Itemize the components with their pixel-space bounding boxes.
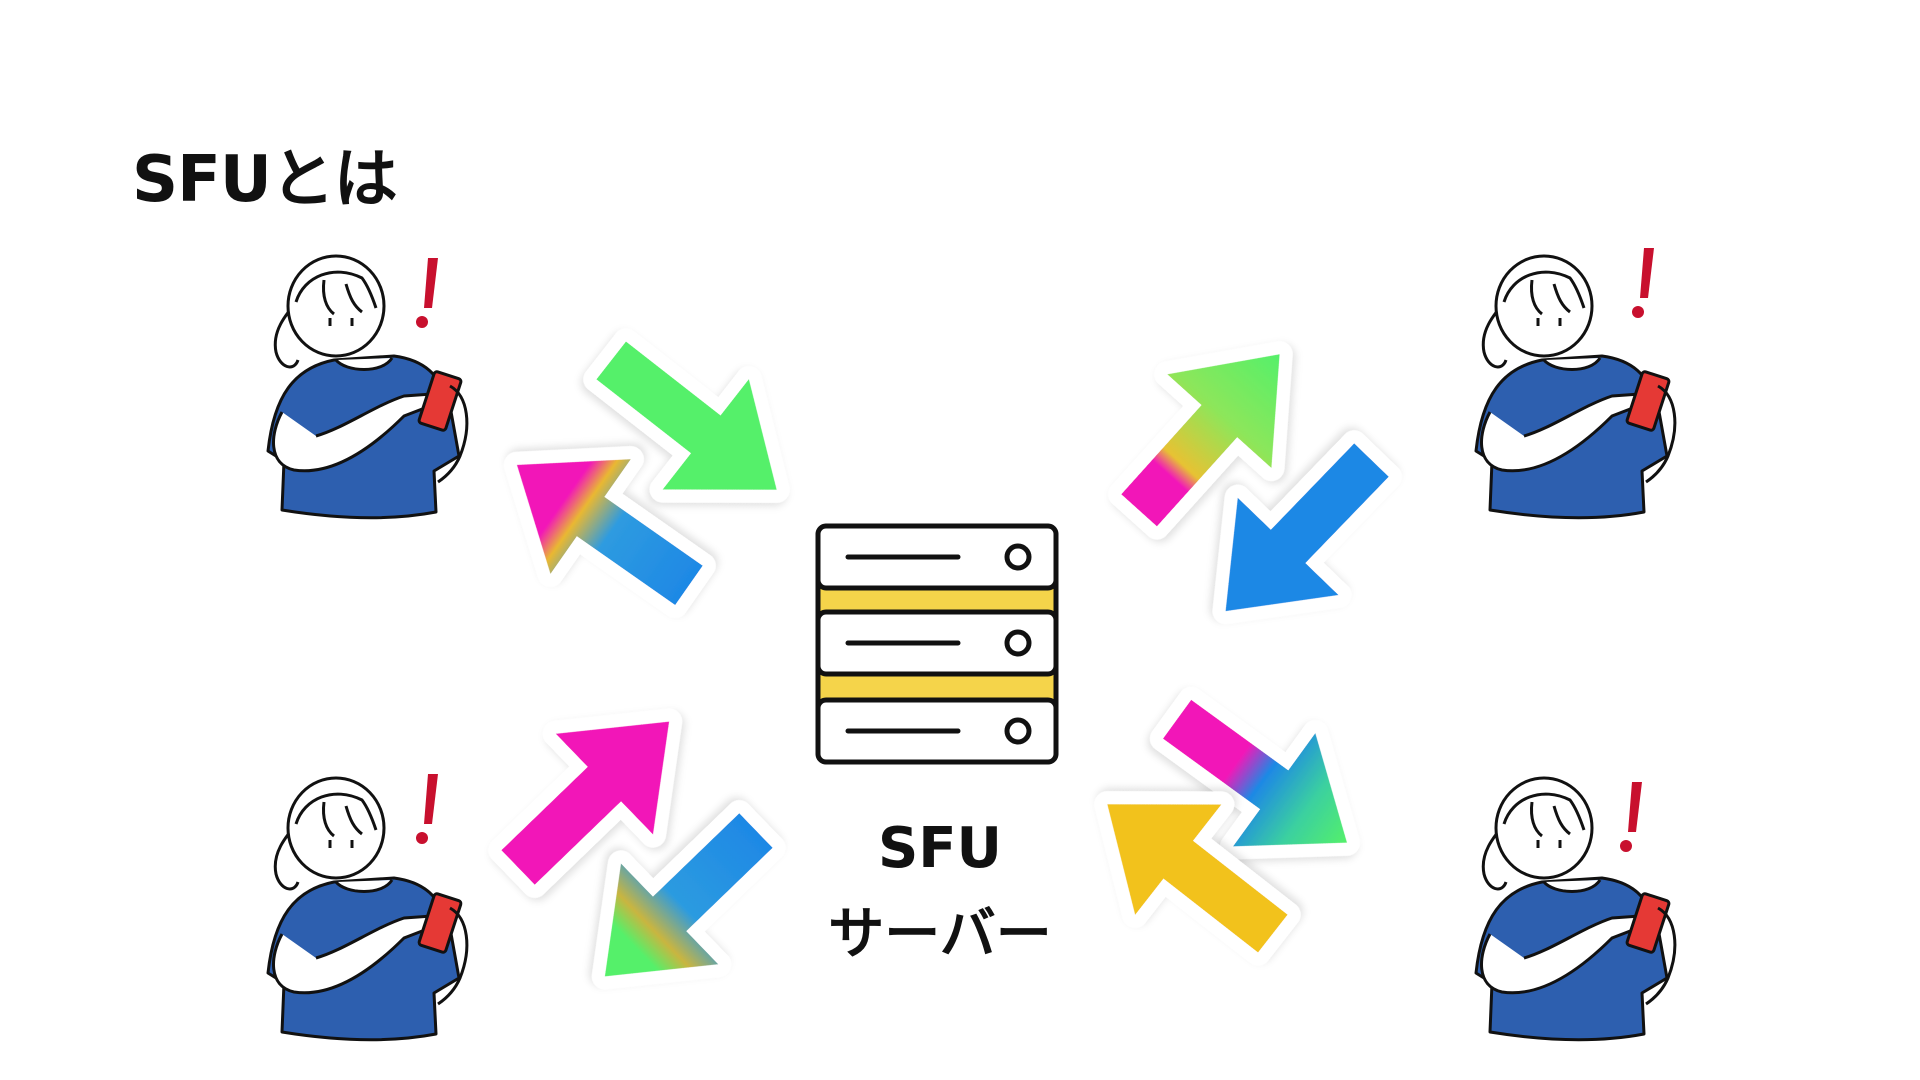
server-label: SFU サーバー	[780, 806, 1100, 978]
alert-icon	[416, 258, 438, 328]
server-label-line1: SFU	[780, 806, 1100, 892]
alert-icon	[416, 774, 438, 844]
user-bottom-left	[268, 778, 467, 1040]
alert-icon	[1620, 782, 1642, 852]
user-top-left	[268, 256, 467, 518]
user-bottom-right	[1476, 778, 1675, 1040]
alert-icon	[1632, 248, 1654, 318]
server-label-line2: サーバー	[780, 892, 1100, 978]
server-rack-icon	[818, 526, 1056, 762]
